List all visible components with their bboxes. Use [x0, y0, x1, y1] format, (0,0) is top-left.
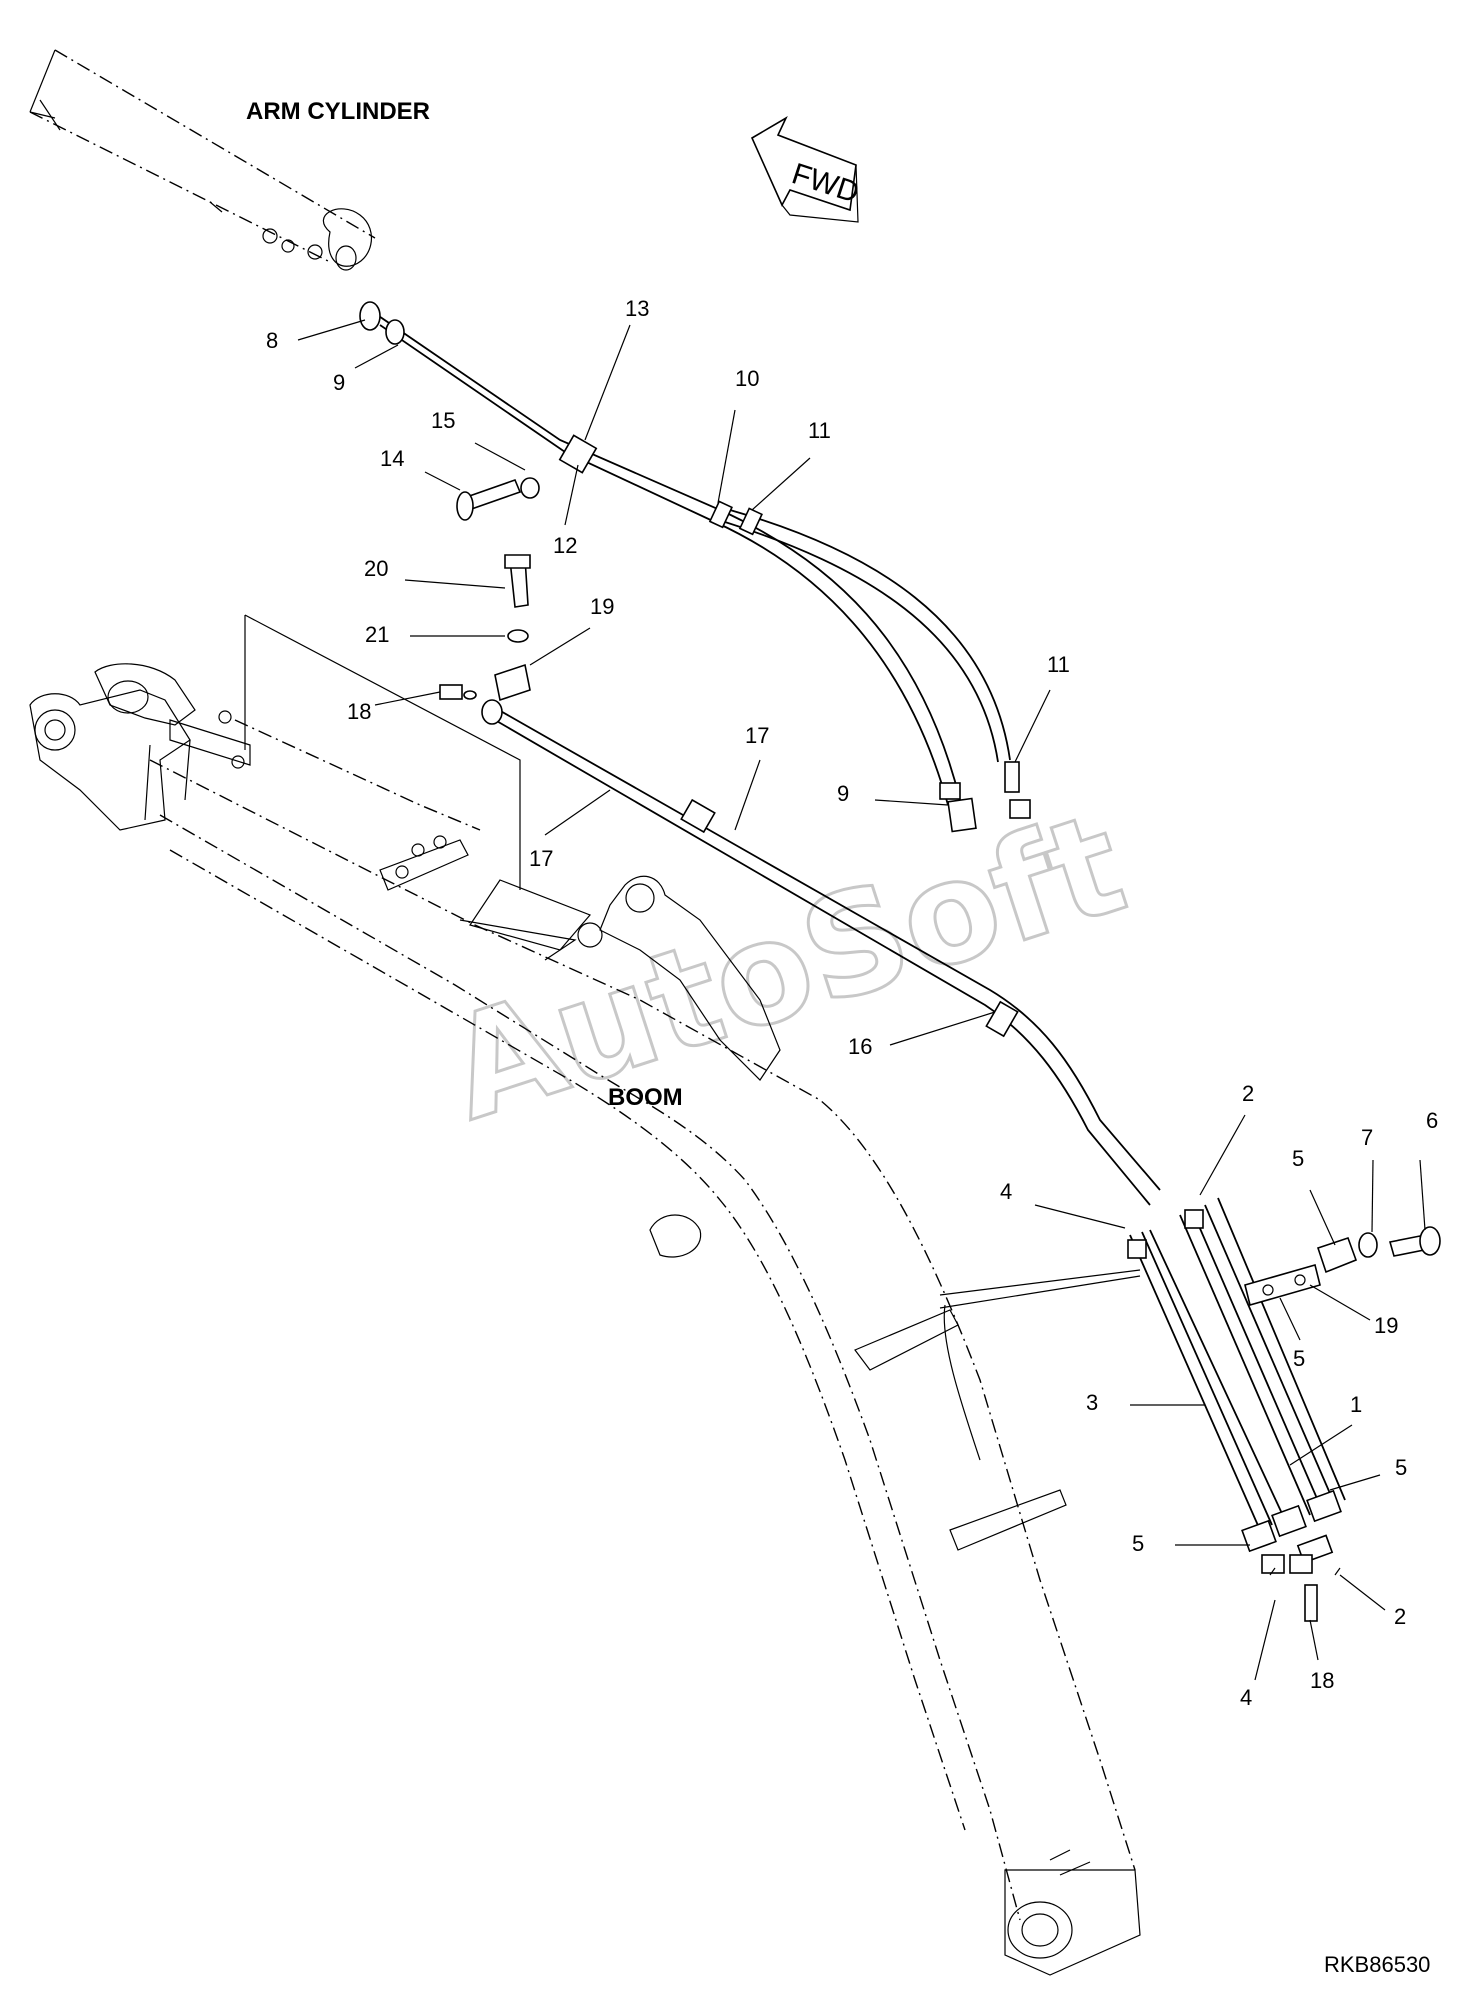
callout-17-upper: 17: [745, 723, 769, 748]
callout-1: 1: [1350, 1392, 1362, 1417]
leader-lines: [297, 319, 1426, 1681]
callout-8: 8: [266, 328, 278, 353]
callout-12: 12: [553, 533, 577, 558]
callout-19-lower: 19: [1374, 1313, 1398, 1338]
fwd-arrow: FWD: [750, 115, 863, 223]
arm-cylinder-label: ARM CYLINDER: [246, 98, 430, 125]
callout-5-mid: 5: [1293, 1346, 1305, 1371]
callout-14: 14: [380, 446, 404, 471]
boom-structure: [29, 663, 1141, 1976]
arm-cylinder: [29, 49, 376, 271]
callout-10: 10: [735, 366, 759, 391]
callout-3: 3: [1086, 1390, 1098, 1415]
callout-16: 16: [848, 1034, 872, 1059]
callout-9-lower: 9: [837, 781, 849, 806]
upper-clamp-assembly: [439, 554, 531, 702]
right-clamp-hardware: [1244, 1226, 1441, 1622]
callout-6: 6: [1426, 1108, 1438, 1133]
bolt-14: [456, 477, 540, 521]
callout-5-left: 5: [1132, 1531, 1144, 1556]
callout-15: 15: [431, 408, 455, 433]
callout-9-upper: 9: [333, 370, 345, 395]
drawing-code: RKB86530: [1324, 1952, 1430, 1977]
callout-13: 13: [625, 296, 649, 321]
pipes-17: [481, 699, 1161, 1206]
callout-11-lower: 11: [1047, 652, 1070, 677]
callout-2-lower: 2: [1394, 1604, 1406, 1629]
boom-label: BOOM: [608, 1084, 683, 1111]
callout-17-lower: 17: [529, 846, 553, 871]
callout-5-right: 5: [1395, 1455, 1407, 1480]
callout-18-upper: 18: [347, 699, 371, 724]
watermark: AutoSoft: [430, 782, 1142, 1152]
callout-19-upper: 19: [590, 594, 614, 619]
lower-pipe-bundle: [1127, 1197, 1346, 1574]
callout-20: 20: [364, 556, 388, 581]
callout-11-upper: 11: [808, 418, 831, 443]
callout-5-top: 5: [1292, 1146, 1304, 1171]
callout-7: 7: [1361, 1125, 1373, 1150]
callout-4-lower: 4: [1240, 1685, 1252, 1710]
mounting-plates: [169, 614, 521, 891]
callout-21: 21: [365, 622, 389, 647]
callout-18-lower: 18: [1310, 1668, 1334, 1693]
upper-pipes: [359, 301, 1031, 833]
callout-2-upper: 2: [1242, 1081, 1254, 1106]
callout-4-upper: 4: [1000, 1179, 1012, 1204]
